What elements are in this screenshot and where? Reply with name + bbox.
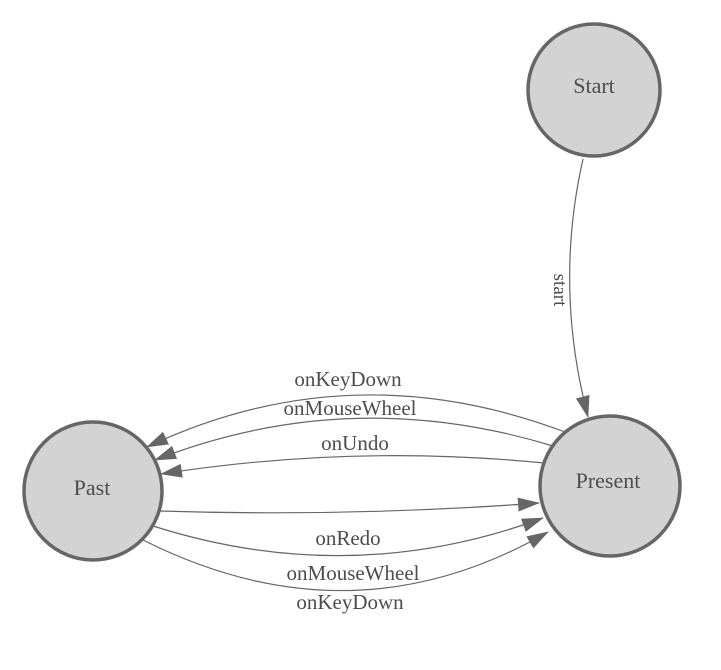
edge-past-to-present-onkeydown bbox=[142, 531, 549, 592]
state-node-start[interactable] bbox=[526, 22, 662, 158]
state-node-present[interactable] bbox=[538, 414, 682, 558]
edge-label-onkeydown-bottom: onKeyDown bbox=[296, 590, 404, 614]
edge-label-onundo: onUndo bbox=[321, 431, 389, 455]
edge-present-to-past-onmousewheel bbox=[154, 417, 554, 461]
node-label-present: Present bbox=[576, 468, 641, 493]
edge-label-onredo: onRedo bbox=[315, 526, 380, 550]
edge-present-to-past-onkeydown bbox=[146, 394, 566, 448]
edge-label-onmousewheel-bottom: onMouseWheel bbox=[287, 561, 420, 585]
edge-present-to-past-onundo bbox=[160, 455, 545, 478]
state-node-past[interactable] bbox=[22, 420, 164, 562]
edge-label-start: start bbox=[549, 274, 570, 307]
edge-label-onmousewheel-top: onMouseWheel bbox=[284, 396, 417, 420]
node-label-past: Past bbox=[74, 475, 111, 500]
edge-past-to-present-onredo bbox=[158, 497, 540, 514]
node-label-start: Start bbox=[573, 73, 615, 98]
edge-past-to-present-onmousewheel bbox=[152, 517, 544, 557]
edge-start-to-present bbox=[569, 158, 590, 418]
edge-label-onkeydown-top: onKeyDown bbox=[294, 367, 402, 391]
